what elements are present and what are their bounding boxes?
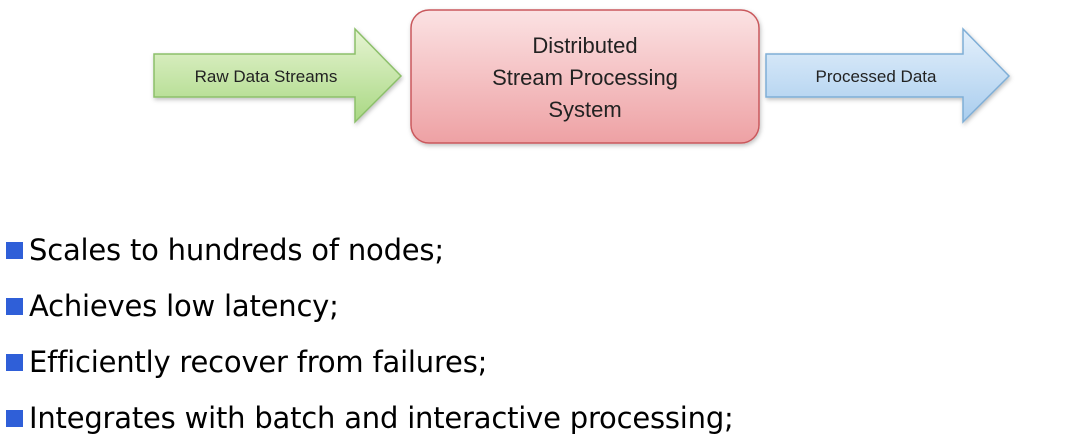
list-item: Efficiently recover from failures; — [6, 334, 734, 390]
processed-data-arrow: Processed Data — [765, 27, 1011, 124]
list-item: Achieves low latency; — [6, 278, 734, 334]
system-box-label-line-2: Stream Processing — [492, 65, 678, 90]
input-arrow-shape — [153, 27, 403, 124]
output-arrow-shape — [765, 27, 1011, 124]
system-box-label-line-1: Distributed — [532, 33, 637, 58]
bullet-square-icon — [6, 241, 23, 259]
list-item: Integrates with batch and interactive pr… — [6, 390, 734, 446]
bullet-square-icon — [6, 353, 23, 371]
bullet-square-icon — [6, 409, 23, 427]
list-item-text: Efficiently recover from failures; — [29, 345, 488, 379]
list-item: Scales to hundreds of nodes; — [6, 222, 734, 278]
system-box-label-line-3: System — [548, 97, 621, 122]
distributed-stream-processing-system-box: Distributed Stream Processing System — [410, 9, 760, 144]
raw-data-streams-arrow: Raw Data Streams — [153, 27, 403, 124]
feature-list: Scales to hundreds of nodes; Achieves lo… — [6, 222, 734, 446]
system-box-shape — [410, 9, 760, 144]
output-arrow-label: Processed Data — [816, 67, 937, 86]
list-item-text: Scales to hundreds of nodes; — [29, 233, 444, 267]
stream-processing-diagram: Raw Data Streams Distributed Stream Proc… — [153, 9, 1011, 144]
list-item-text: Integrates with batch and interactive pr… — [29, 401, 734, 435]
list-item-text: Achieves low latency; — [29, 289, 339, 323]
input-arrow-label: Raw Data Streams — [195, 67, 338, 86]
bullet-square-icon — [6, 297, 23, 315]
